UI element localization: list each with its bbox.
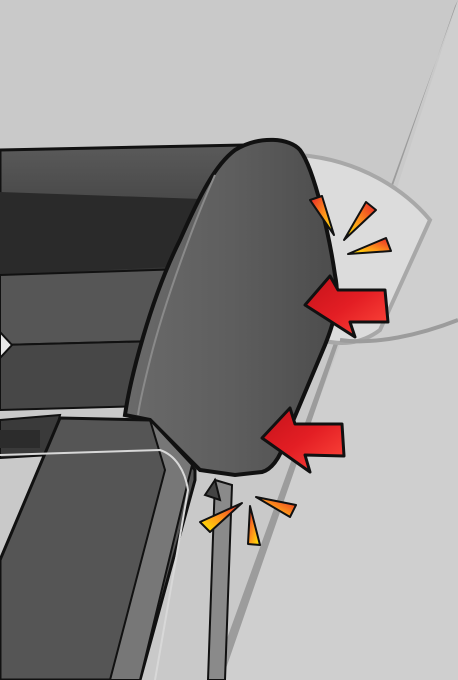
frame-slot [0,430,40,448]
